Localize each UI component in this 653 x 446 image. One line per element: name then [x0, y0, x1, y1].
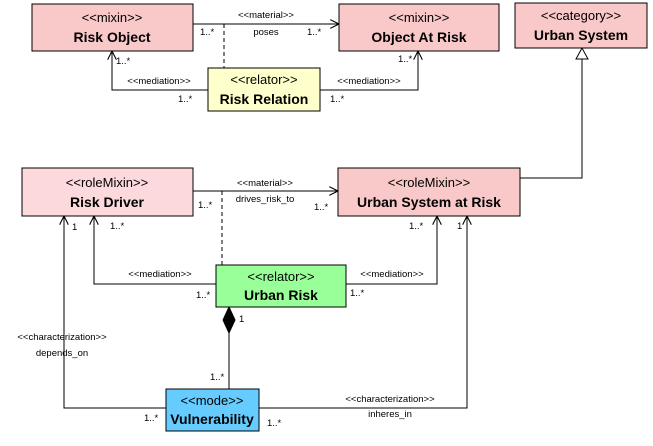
depends-on-name: depends_on [36, 348, 88, 359]
mediation-rd-source-mult: 1..* [196, 290, 211, 301]
inheres-in-source-mult: 1 [457, 221, 462, 232]
drives-risk-to-source-mult: 1..* [198, 200, 213, 211]
mediation-rd-stereotype: <<mediation>> [128, 269, 192, 280]
poses-source-mult: 1..* [200, 27, 215, 38]
association-mediation-object-at-risk[interactable]: <<mediation>> 1..* 1..* [320, 51, 418, 105]
association-inheres-in[interactable]: <<characterization>> inheres_in 1 1..* [259, 216, 467, 429]
mediation-usar-source-mult: 1..* [350, 288, 365, 299]
drives-risk-to-stereotype: <<material>> [237, 178, 293, 189]
class-urban-risk[interactable]: <<relator>> Urban Risk [215, 264, 347, 308]
poses-target-mult: 1..* [307, 27, 322, 38]
class-risk-driver[interactable]: <<roleMixin>> Risk Driver [21, 167, 194, 217]
class-urban-system-at-risk[interactable]: <<roleMixin>> Urban System at Risk [337, 167, 521, 217]
object-at-risk-stereotype: <<mixin>> [389, 10, 450, 25]
depends-on-source-mult: 1 [72, 222, 77, 233]
object-at-risk-name: Object At Risk [371, 29, 466, 45]
class-object-at-risk[interactable]: <<mixin>> Object At Risk [338, 3, 500, 52]
mediation-rd-target-mult: 1..* [110, 221, 125, 232]
generalization-urban-system[interactable] [520, 46, 589, 179]
risk-driver-stereotype: <<roleMixin>> [66, 175, 148, 190]
drives-risk-to-name: drives_risk_to [236, 194, 295, 205]
urban-risk-name: Urban Risk [244, 287, 318, 303]
association-drives-risk-to[interactable]: <<material>> drives_risk_to 1..* 1..* [193, 178, 338, 213]
risk-object-name: Risk Object [73, 29, 150, 45]
vulnerability-name: Vulnerability [170, 411, 254, 427]
urban-system-stereotype: <<category>> [541, 8, 621, 23]
risk-relation-name: Risk Relation [220, 91, 309, 107]
risk-driver-name: Risk Driver [70, 194, 144, 210]
depends-on-stereotype: <<characterization>> [17, 332, 107, 343]
depends-on-target-mult: 1..* [144, 413, 159, 424]
urban-risk-stereotype: <<relator>> [247, 269, 314, 284]
mediation-ro-stereotype: <<mediation>> [127, 76, 191, 87]
mediation-ro-target-mult: 1..* [116, 56, 131, 67]
poses-name: poses [253, 27, 279, 38]
association-poses[interactable]: <<material>> poses 1..* 1..* [193, 10, 339, 38]
urban-system-at-risk-stereotype: <<roleMixin>> [388, 175, 470, 190]
association-mediation-urban-system-at-risk[interactable]: <<mediation>> 1..* 1..* [346, 216, 437, 299]
mediation-ro-source-mult: 1..* [178, 94, 193, 105]
urban-system-at-risk-name: Urban System at Risk [357, 194, 501, 210]
inheres-in-stereotype: <<characterization>> [345, 394, 435, 405]
class-urban-system[interactable]: <<category>> Urban System [514, 2, 648, 49]
risk-object-stereotype: <<mixin>> [82, 10, 143, 25]
association-mediation-risk-object[interactable]: <<mediation>> 1..* 1..* [112, 51, 208, 105]
drives-risk-to-target-mult: 1..* [314, 202, 329, 213]
composition-part-mult: 1..* [210, 372, 225, 383]
mediation-usar-target-mult: 1..* [409, 221, 424, 232]
composition-whole-mult: 1 [239, 314, 244, 325]
mediation-oar-target-mult: 1..* [398, 54, 413, 65]
mediation-usar-stereotype: <<mediation>> [360, 269, 424, 280]
poses-stereotype: <<material>> [238, 10, 294, 21]
inheres-in-target-mult: 1..* [267, 418, 282, 429]
association-mediation-risk-driver[interactable]: <<mediation>> 1..* 1..* [94, 216, 216, 301]
urban-system-name: Urban System [534, 27, 628, 43]
class-risk-relation[interactable]: <<relator>> Risk Relation [207, 67, 321, 112]
vulnerability-stereotype: <<mode>> [181, 393, 244, 408]
mediation-oar-stereotype: <<mediation>> [337, 76, 401, 87]
class-vulnerability[interactable]: <<mode>> Vulnerability [165, 388, 260, 432]
class-risk-object[interactable]: <<mixin>> Risk Object [31, 3, 194, 52]
mediation-oar-source-mult: 1..* [330, 94, 345, 105]
association-depends-on[interactable]: <<characterization>> depends_on 1 1..* [17, 216, 166, 424]
composition-urban-risk-vulnerability[interactable]: 1 1..* [210, 305, 244, 389]
risk-relation-stereotype: <<relator>> [230, 72, 297, 87]
inheres-in-name: inheres_in [368, 409, 412, 420]
